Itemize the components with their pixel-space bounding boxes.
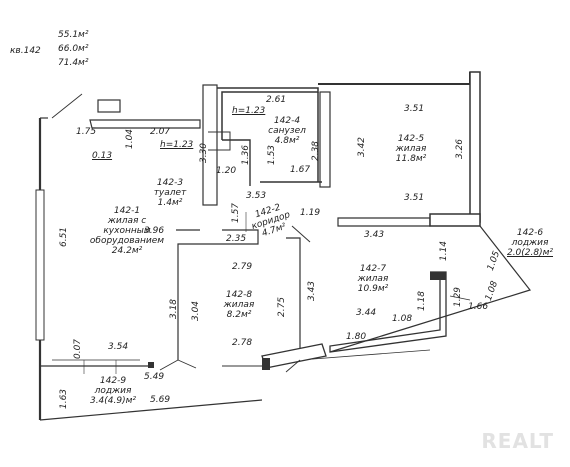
dim-0-07: 0.07 [73,338,84,360]
room-3-area: 1.4м² [157,198,183,208]
wall-room7-right [329,271,447,353]
room-7-area: 10.9м² [357,284,389,294]
dim-3-43-top: 3.43 [364,230,385,240]
dim-2-61: 2.61 [266,95,287,105]
room-4-label: 142-4 санузел 4.8м² [262,116,312,146]
dim-3-42: 3.42 [357,136,368,158]
area-with-balconies: 71.4м² [58,58,89,68]
dim-1-20: 1.20 [216,166,237,176]
room-5-area: 11.8м² [395,154,427,164]
apartment-number: кв.142 [10,46,41,56]
room-6-id: 142-6 [516,228,544,238]
room-1-line2: кухонным [103,226,151,236]
room-9-id: 142-9 [99,376,127,386]
area-total: 66.0м² [58,44,89,54]
room-8-name: жилая [223,300,255,310]
room-3-name: туалет [153,188,187,198]
room-1-line1: жилая с [107,216,147,226]
room-6-area: 2.0(2.8)м² [506,248,554,258]
dim-3-53: 3.53 [246,191,267,201]
dim-2-07: 2.07 [150,127,171,137]
dim-1-18: 1.18 [417,290,428,312]
dim-5-69: 5.69 [150,395,171,405]
dim-2-38: 2.38 [311,140,322,162]
dim-2-35: 2.35 [226,234,247,244]
dim-6-51: 6.51 [59,226,70,248]
dim-3-43-vertical: 3.43 [307,280,318,302]
dim-1-75: 1.75 [76,127,97,137]
dim-1-04: 1.04 [125,128,136,150]
room-5-label: 142-5 жилая 11.8м² [386,134,436,164]
dim-h-1-23-mid: h=1.23 [160,140,194,150]
dim-3-26: 3.26 [455,138,466,160]
room-9-label: 142-9 лоджия 3.4(4.9)м² [78,376,148,406]
dim-h-1-23-top: h=1.23 [232,106,266,116]
room-4-name: санузел [268,126,306,136]
room-3-label: 142-3 туалет 1.4м² [150,178,190,208]
room-6-label: 142-6 лоджия 2.0(2.8)м² [500,228,560,258]
dim-2-75: 2.75 [277,296,288,318]
dim-1-66: 1.66 [468,302,489,312]
dim-5-49: 5.49 [144,372,165,382]
dim-3-96: 3.96 [144,226,165,236]
dim-1-53: 1.53 [267,144,278,166]
wall-bathroom-right [319,91,331,188]
room-1-area: 24.2м² [111,246,143,256]
room-9-name: лоджия [94,386,132,396]
dim-2-78: 2.78 [232,338,253,348]
dim-1-80: 1.80 [346,332,367,342]
room-8-id: 142-8 [225,290,253,300]
wall-room5-bottom [337,217,431,227]
room-4-id: 142-4 [273,116,301,126]
dim-1-29: 1.29 [453,286,464,308]
room-5-id: 142-5 [397,134,425,144]
wall-bottom-room8 [261,343,327,369]
dim-1-19: 1.19 [300,208,321,218]
wall-left-window [35,189,45,341]
dim-3-54: 3.54 [108,342,129,352]
dim-3-51-top: 3.51 [404,104,425,114]
watermark-logo: REALT [481,429,554,453]
room-4-area: 4.8м² [274,136,300,146]
dim-1-57: 1.57 [231,202,242,224]
room-8-label: 142-8 жилая 8.2м² [214,290,264,320]
wall-bathroom-outer [202,84,218,206]
room-6-name: лоджия [511,238,549,248]
dim-1-67: 1.67 [290,165,311,175]
room-1-id: 142-1 [113,206,141,216]
dim-2-79: 2.79 [232,262,253,272]
dim-0-13: 0.13 [92,151,113,161]
loggia-9-rail [39,365,263,421]
area-living: 55.1м² [58,30,89,40]
loggia-6-rail [329,225,532,353]
dim-3-51-bottom: 3.51 [404,193,425,203]
wall-top-room5 [318,72,471,85]
dim-1-08-zig: 1.08 [392,314,413,324]
dim-3-30: 3.30 [199,142,210,164]
room-1-label: 142-1 жилая с кухонным оборудованием 24.… [82,206,172,256]
room-3-id: 142-3 [156,178,184,188]
room-5-name: жилая [395,144,427,154]
wall-top-room1 [89,119,201,129]
room-7-name: жилая [357,274,389,284]
dim-1-63: 1.63 [59,388,70,410]
dim-3-04: 3.04 [191,300,202,322]
dim-1-14: 1.14 [439,240,450,262]
room-9-area: 3.4(4.9)м² [89,396,137,406]
dim-3-18: 3.18 [169,298,180,320]
room-1-line3: оборудованием [89,236,165,246]
dim-1-36: 1.36 [241,144,252,166]
room-8-area: 8.2м² [226,310,252,320]
room-7-label: 142-7 жилая 10.9м² [348,264,398,294]
dim-3-44: 3.44 [356,308,377,318]
room-7-id: 142-7 [359,264,387,274]
